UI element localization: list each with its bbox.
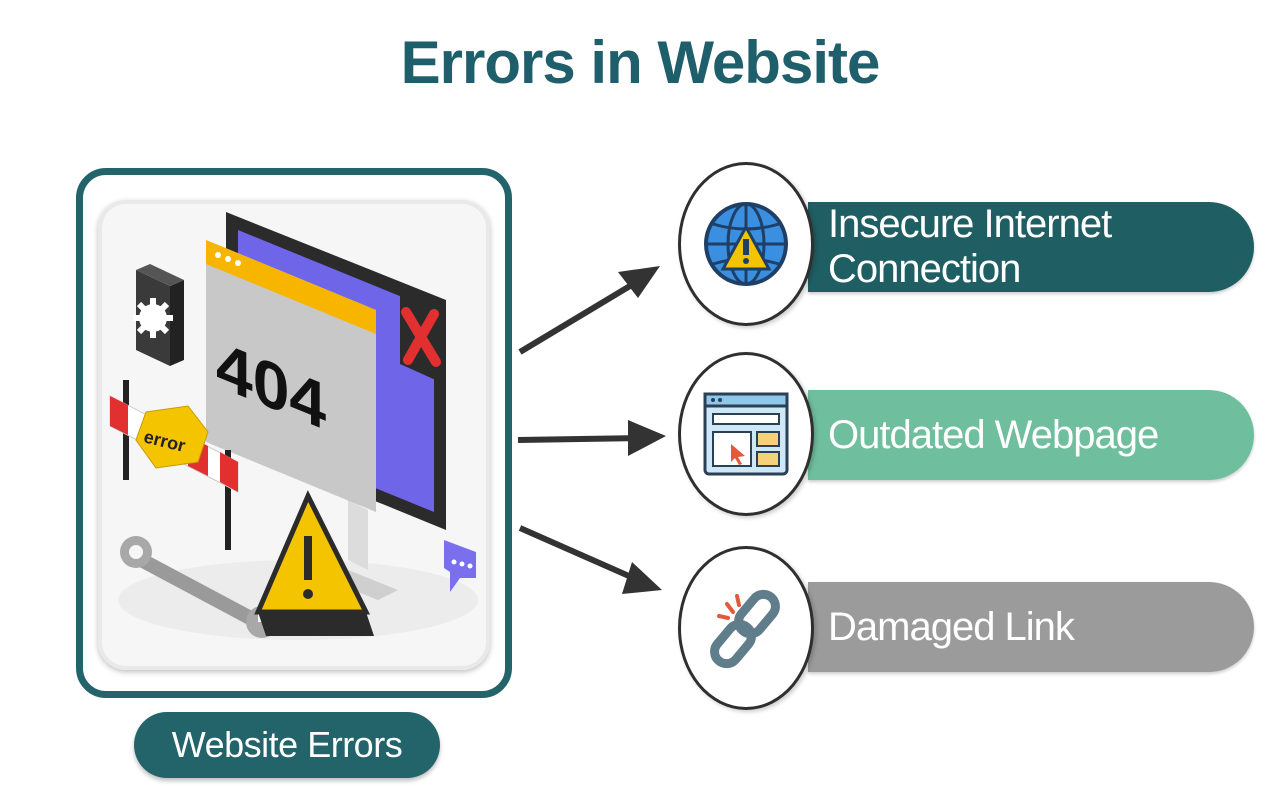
globe-warning-icon xyxy=(704,202,788,286)
damaged-link-bar: Damaged Link xyxy=(808,582,1254,672)
illustration-card: 404 error xyxy=(98,200,490,670)
insecure-connection-badge xyxy=(678,162,814,326)
chat-bubble-icon xyxy=(444,540,476,592)
insecure-connection-label: Insecure Internet Connection xyxy=(828,202,1112,291)
gear-icon xyxy=(133,264,184,366)
damaged-link-badge xyxy=(678,546,814,710)
warning-icon xyxy=(254,490,374,636)
browser-window-icon xyxy=(703,392,789,476)
insecure-connection-bar: Insecure Internet Connection xyxy=(808,202,1254,292)
close-icon xyxy=(400,292,441,382)
page-title: Errors in Website xyxy=(400,29,881,96)
website-errors-label: Website Errors xyxy=(134,712,440,778)
outdated-webpage-badge xyxy=(678,352,814,516)
error-illustration: 404 error xyxy=(109,212,478,640)
error-404-window: 404 xyxy=(206,240,376,512)
damaged-link-label: Damaged Link xyxy=(828,604,1075,649)
outdated-webpage-bar: Outdated Webpage xyxy=(808,390,1254,480)
arrow-to-damaged xyxy=(518,525,662,594)
outdated-webpage-label: Outdated Webpage xyxy=(828,412,1159,457)
barrier-icon: error xyxy=(109,380,239,550)
arrow-to-insecure xyxy=(518,266,660,355)
arrow-to-outdated xyxy=(517,420,666,456)
broken-link-icon xyxy=(710,589,780,669)
arrows xyxy=(517,266,666,594)
